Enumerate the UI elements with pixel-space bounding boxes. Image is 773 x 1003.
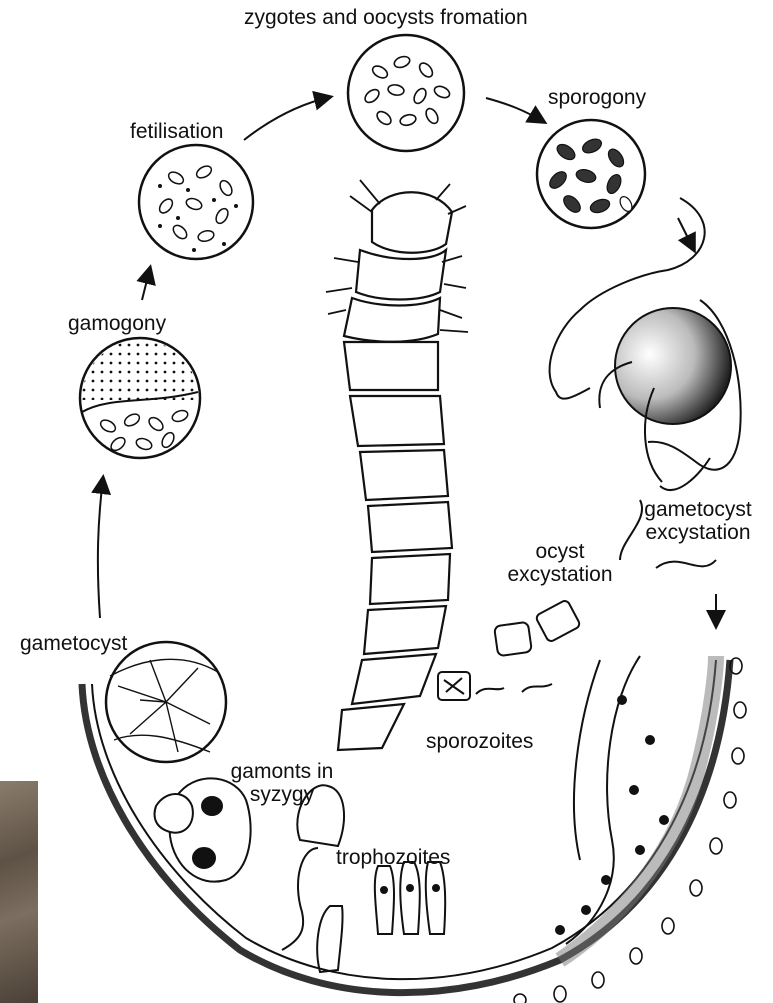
arrow-gametocyst-to-gamogony	[98, 478, 103, 618]
label-ocyst-excystation: ocyst excystation	[498, 540, 622, 586]
arrow-fetilisation-to-zygotes	[244, 97, 330, 140]
label-gamonts-line1: gamonts in	[212, 760, 352, 783]
label-gamonts-in-syzygy: gamonts in syzygy	[212, 760, 352, 806]
zygotes-circle	[348, 35, 464, 151]
larva-drawing	[326, 180, 468, 750]
gamogony-circle	[80, 338, 200, 458]
sporogony-circle	[537, 120, 645, 228]
label-sporogony: sporogony	[548, 86, 646, 109]
ocyst-drawings	[438, 599, 581, 700]
label-gametocyst: gametocyst	[20, 632, 127, 655]
label-gamonts-line2: syzygy	[212, 783, 352, 806]
arrow-sporogony-to-excystation	[678, 218, 694, 250]
fetilisation-circle	[139, 145, 253, 259]
arrow-gamogony-to-fetilisation	[142, 268, 150, 300]
label-gamogony: gamogony	[68, 312, 166, 335]
label-ocyst-excystation-line2: excystation	[498, 563, 622, 586]
label-zygotes-oocysts: zygotes and oocysts fromation	[244, 6, 528, 29]
label-gametocyst-excystation: gametocyst excystation	[632, 498, 764, 544]
label-gametocyst-excystation-line2: excystation	[632, 521, 764, 544]
label-fetilisation: fetilisation	[130, 120, 223, 143]
label-sporozoites: sporozoites	[426, 730, 533, 753]
gametocyst-circle	[106, 642, 226, 762]
label-gametocyst-excystation-line1: gametocyst	[632, 498, 764, 521]
trophozoites-drawing	[317, 862, 445, 972]
label-ocyst-excystation-line1: ocyst	[498, 540, 622, 563]
label-trophozoites: trophozoites	[336, 846, 450, 869]
arrow-zygotes-to-sporogony	[486, 98, 544, 122]
